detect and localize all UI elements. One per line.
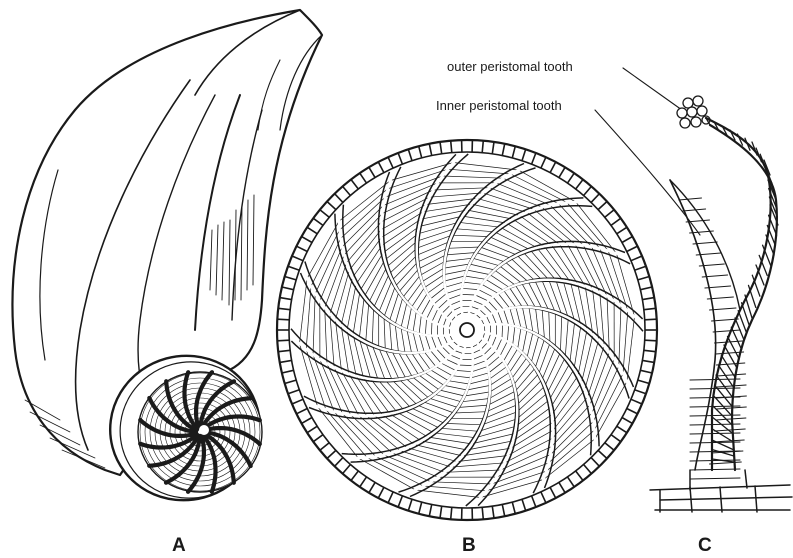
inner-tooth-cell-wall	[713, 330, 740, 332]
inner-tooth-cell-wall	[716, 418, 746, 420]
panel-b-peristome-top-view	[277, 140, 657, 520]
inner-tooth-cell-wall	[683, 209, 706, 211]
panel-a-capsule	[13, 10, 323, 517]
panel-label-c: C	[698, 535, 712, 556]
tooth-base-tissue	[650, 470, 792, 512]
peristome-ring-tick	[277, 319, 289, 320]
inner-tooth-cell-wall	[690, 478, 740, 479]
peristome-ring-tick	[482, 507, 483, 519]
outer-tooth-rungs	[706, 118, 778, 462]
peristome-center	[460, 323, 474, 337]
outer-tooth-rung	[719, 365, 735, 388]
capsule-disc-center	[199, 425, 209, 435]
inner-tooth-left-edge	[670, 180, 716, 470]
capsule-peristome-disc	[138, 372, 262, 492]
inner-tooth-cell-wall	[690, 469, 740, 470]
inner-tooth-cell-wall	[690, 379, 740, 380]
panel-label-a: A	[172, 535, 186, 556]
peristome-ring-tick	[645, 340, 657, 341]
peristome-ring-tick	[451, 507, 452, 519]
outer-tooth-label: outer peristomal tooth	[447, 59, 573, 74]
peristome-ring-tick	[277, 340, 289, 341]
peristome-ring-tick	[451, 141, 452, 153]
peristome-ring-tick	[645, 319, 657, 320]
outer-tooth-pointer	[623, 68, 682, 110]
inner-tooth-cell-wall	[717, 374, 746, 376]
panel-label-b: B	[462, 535, 476, 556]
outer-tooth-strand	[706, 118, 771, 470]
peristome-ring-tick	[482, 141, 483, 153]
inner-tooth-cell-wall	[679, 198, 702, 200]
inner-tooth-cell-wall	[710, 462, 742, 464]
inner-tooth-label: Inner peristomal tooth	[436, 98, 562, 113]
outer-tooth-tip	[677, 96, 710, 128]
